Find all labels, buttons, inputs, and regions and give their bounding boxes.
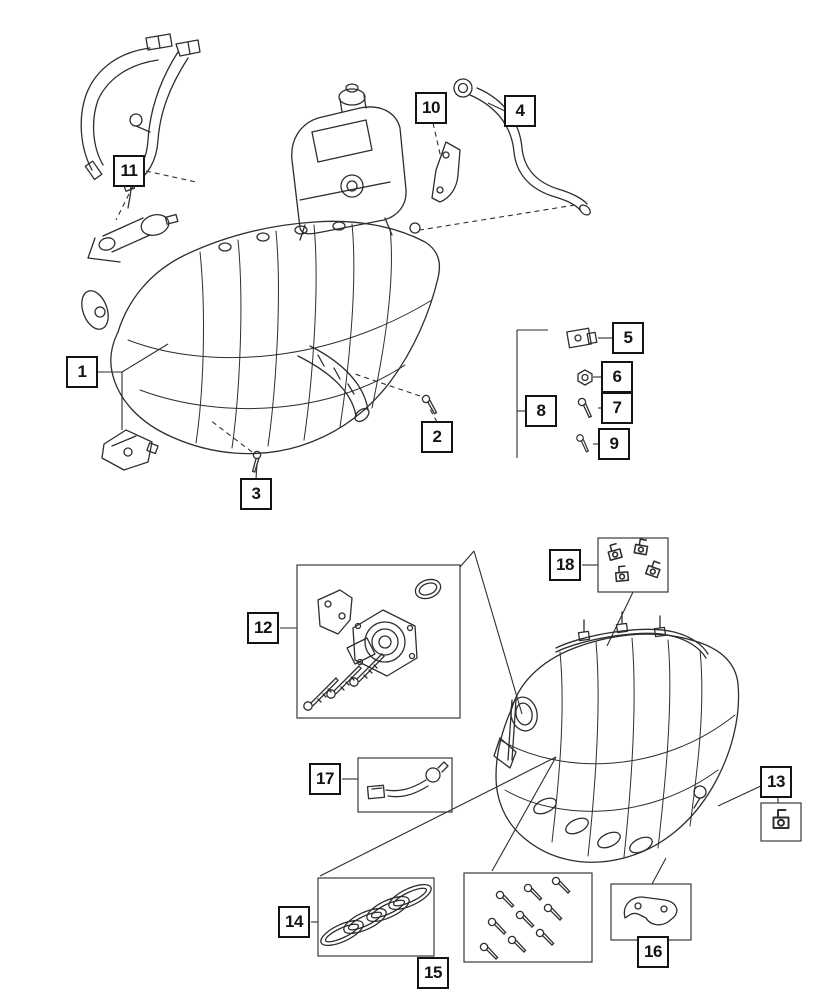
callout-12-label: 12 bbox=[254, 618, 272, 637]
lower-intake-manifold-drawing bbox=[493, 611, 740, 863]
callout-13[interactable]: 13 bbox=[760, 766, 792, 798]
callout-4[interactable]: 4 bbox=[504, 95, 536, 127]
sensor-17-drawing bbox=[366, 761, 449, 800]
callout-15[interactable]: 15 bbox=[417, 957, 449, 989]
gasket-set-14-drawing bbox=[316, 878, 436, 952]
group-box-13 bbox=[760, 802, 802, 842]
group-box-17 bbox=[357, 757, 453, 813]
callout-7[interactable]: 7 bbox=[601, 392, 633, 424]
callout-10-label: 10 bbox=[422, 98, 440, 117]
callout-4-label: 4 bbox=[515, 101, 525, 120]
callout-14-label: 14 bbox=[285, 912, 303, 931]
bracket-10-drawing bbox=[431, 141, 461, 203]
callout-1[interactable]: 1 bbox=[66, 356, 98, 388]
callout-8[interactable]: 8 bbox=[525, 395, 557, 427]
bolt-set-15-drawing bbox=[479, 876, 571, 960]
callout-17-label: 17 bbox=[316, 769, 334, 788]
callout-17[interactable]: 17 bbox=[309, 763, 341, 795]
callout-18-label: 18 bbox=[556, 555, 574, 574]
callout-11[interactable]: 11 bbox=[113, 155, 145, 187]
group-box-12 bbox=[296, 564, 461, 719]
callout-14[interactable]: 14 bbox=[278, 906, 310, 938]
callout-13-label: 13 bbox=[767, 772, 785, 791]
part-group-boxes bbox=[296, 537, 802, 963]
manifold-top-unit-drawing bbox=[291, 83, 407, 241]
callout-2[interactable]: 2 bbox=[421, 421, 453, 453]
callout-10[interactable]: 10 bbox=[415, 92, 447, 124]
callout-9[interactable]: 9 bbox=[598, 428, 630, 460]
callout-9-label: 9 bbox=[609, 434, 619, 453]
callout-8-label: 8 bbox=[536, 401, 546, 420]
callout-16[interactable]: 16 bbox=[637, 936, 669, 968]
dashed-leader-lines bbox=[115, 122, 576, 453]
purge-valve-drawing bbox=[87, 181, 179, 263]
bolt-7-drawing bbox=[573, 396, 597, 419]
leader-lines bbox=[97, 102, 779, 923]
callout-15-label: 15 bbox=[424, 963, 442, 982]
screw-9-drawing bbox=[572, 433, 594, 453]
callout-3-label: 3 bbox=[251, 484, 261, 503]
clip-13-drawing bbox=[772, 809, 790, 829]
nut-6-drawing bbox=[577, 369, 593, 386]
callout-6[interactable]: 6 bbox=[601, 361, 633, 393]
callout-12[interactable]: 12 bbox=[247, 612, 279, 644]
group-box-15 bbox=[463, 872, 593, 963]
clip-set-18-drawing bbox=[605, 537, 663, 583]
bracket-16-drawing bbox=[623, 896, 678, 926]
callout-1-label: 1 bbox=[77, 362, 87, 381]
callout-7-label: 7 bbox=[612, 398, 622, 417]
map-sensor-drawing bbox=[101, 429, 159, 471]
group-box-18 bbox=[597, 537, 669, 593]
callout-18[interactable]: 18 bbox=[549, 549, 581, 581]
callout-3[interactable]: 3 bbox=[240, 478, 272, 510]
throttle-body-kit-12-drawing bbox=[303, 578, 442, 711]
group-box-14 bbox=[317, 877, 435, 957]
group-box-16 bbox=[610, 883, 692, 941]
callout-5-label: 5 bbox=[623, 328, 633, 347]
callout-11-label: 11 bbox=[120, 161, 138, 180]
bolt-2-drawing bbox=[418, 393, 441, 415]
callout-6-label: 6 bbox=[612, 367, 622, 386]
callout-5[interactable]: 5 bbox=[612, 322, 644, 354]
callout-2-label: 2 bbox=[432, 427, 442, 446]
upper-intake-manifold-drawing bbox=[81, 220, 441, 455]
sensor-5-drawing bbox=[566, 327, 598, 349]
callout-16-label: 16 bbox=[644, 942, 662, 961]
